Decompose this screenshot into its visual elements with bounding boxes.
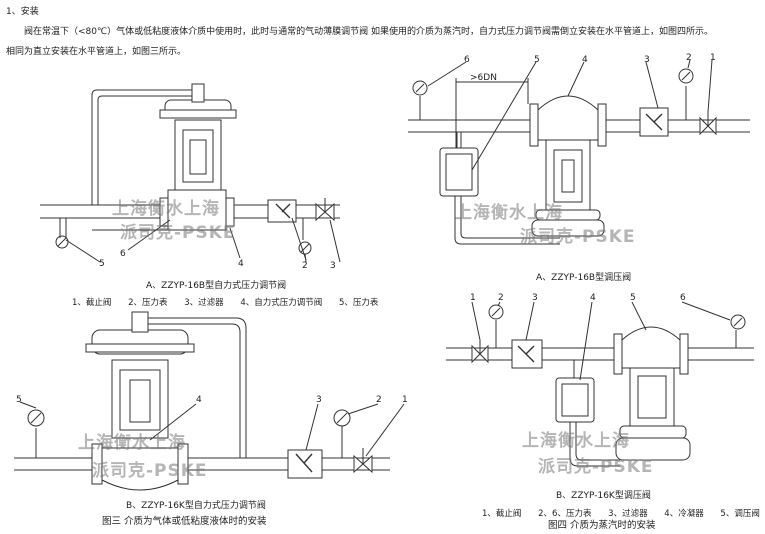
label-1: 1 xyxy=(710,53,716,63)
dimension-label: >6DN xyxy=(470,73,497,83)
label-5: 5 xyxy=(99,259,105,269)
label-1: 1 xyxy=(470,293,476,303)
watermark: 上海衡水上海 xyxy=(78,433,186,453)
legend-item: 5、调压阀 xyxy=(720,509,760,519)
label-5: 5 xyxy=(630,293,636,303)
label-4: 4 xyxy=(590,293,596,303)
intro-line-1: 阀在常温下（<80℃）气体或低粘度液体介质中使用时，此时与通常的气动薄膜调节阀 … xyxy=(24,27,713,37)
label-5: 5 xyxy=(534,55,540,65)
figure3-title: 图三 介质为气体或低粘度液体时的安装 xyxy=(102,516,267,527)
label-6: 6 xyxy=(464,55,470,65)
intro-line-2: 相同为直立安装在水平管道上，如图三所示。 xyxy=(6,47,187,57)
legend-item: 4、自力式压力调节阀 xyxy=(240,298,323,308)
label-2: 2 xyxy=(302,261,308,271)
legend-item: 2、压力表 xyxy=(128,298,168,308)
legend-item: 4、冷凝器 xyxy=(664,509,704,519)
watermark: 派司克-PSKE xyxy=(538,457,654,477)
label-4: 4 xyxy=(196,395,202,405)
diagram-a-left xyxy=(40,83,341,263)
label-3: 3 xyxy=(644,55,650,65)
watermark: 派司克-PSKE xyxy=(520,227,636,247)
caption-b-right: B、ZZYP-16K型调压阀 xyxy=(556,491,651,501)
watermark: 上海衡水上海 xyxy=(112,199,220,219)
legend-item: 3、过滤器 xyxy=(184,298,224,308)
legend-fig3: 1、截止阀 2、压力表 3、过滤器 4、自力式压力调节阀 5、压力表 xyxy=(72,296,392,308)
watermark: 上海衡水上海 xyxy=(455,203,563,223)
legend-item: 2、6、压力表 xyxy=(538,509,592,519)
watermark: 上海衡水上海 xyxy=(522,431,630,451)
label-3: 3 xyxy=(532,293,538,303)
label-6: 6 xyxy=(680,293,686,303)
diagram-b-left xyxy=(14,311,405,491)
diagram-a-right xyxy=(408,59,750,245)
label-1: 1 xyxy=(402,395,408,405)
section-heading: 1、安装 xyxy=(6,7,39,17)
label-3: 3 xyxy=(330,261,336,271)
figure4-title: 图四 介质为蒸汽时的安装 xyxy=(548,520,656,531)
caption-b-left: B、ZZYP-16K型自力式压力调节阀 xyxy=(126,501,266,511)
label-2: 2 xyxy=(498,293,504,303)
label-4: 4 xyxy=(582,55,588,65)
label-6: 6 xyxy=(120,249,126,259)
legend-item: 3、过滤器 xyxy=(608,509,648,519)
legend-item: 1、截止阀 xyxy=(72,298,112,308)
watermark: 派司克-PSKE xyxy=(120,223,236,243)
label-3: 3 xyxy=(316,395,322,405)
label-2: 2 xyxy=(376,395,382,405)
label-5: 5 xyxy=(16,395,22,405)
legend-item: 1、截止阀 xyxy=(482,509,522,519)
label-2: 2 xyxy=(686,53,692,63)
diagram-b-right xyxy=(446,301,754,467)
label-4: 4 xyxy=(238,259,244,269)
watermark: 派司克-PSKE xyxy=(92,461,208,481)
caption-a-left: A、ZZYP-16B型自力式压力调节阀 xyxy=(146,281,287,291)
legend-fig4: 1、截止阀 2、6、压力表 3、过滤器 4、冷凝器 5、调压阀 xyxy=(482,507,765,519)
caption-a-right: A、ZZYP-16B型调压阀 xyxy=(536,273,632,283)
intro-text: 1、安装 阀在常温下（<80℃）气体或低粘度液体介质中使用时，此时与通常的气动薄… xyxy=(6,2,758,62)
legend-item: 5、压力表 xyxy=(339,298,379,308)
